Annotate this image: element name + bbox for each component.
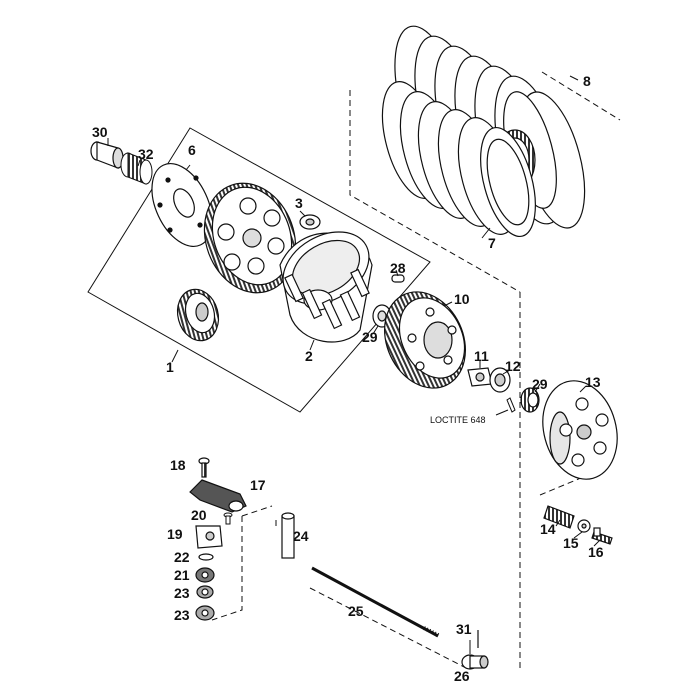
label-10: 10	[454, 291, 470, 307]
label-29: 29	[532, 376, 548, 392]
primary-gear	[203, 182, 297, 294]
spring-14	[543, 505, 575, 529]
loctite-screw	[506, 397, 516, 413]
label-31: 30	[92, 124, 108, 140]
label-23b: 23	[174, 607, 190, 623]
leader-lines	[107, 75, 601, 654]
label-11: 11	[474, 348, 489, 364]
inner-hub-10	[383, 291, 467, 389]
clutch-plates-7	[381, 81, 536, 238]
pin-27	[391, 274, 405, 283]
label-25: 25	[348, 603, 364, 619]
label-26: 26	[454, 668, 470, 684]
label-30: 31	[456, 621, 472, 637]
label-7: 7	[488, 235, 496, 251]
pinion-gear	[176, 288, 220, 342]
label-32: 32	[138, 146, 154, 162]
label-24: 24	[293, 528, 309, 544]
washer-15	[577, 519, 591, 533]
shaft-24	[281, 512, 295, 559]
label-12: 12	[505, 358, 521, 374]
label-14: 14	[540, 521, 556, 537]
label-19: 19	[167, 526, 183, 542]
label-3: 3	[295, 195, 303, 211]
plate-19	[195, 525, 223, 549]
bushing-31	[90, 141, 124, 169]
label-27: 28	[390, 260, 406, 276]
label-13: 13	[585, 374, 601, 390]
lock-washer-11	[467, 367, 493, 387]
dashed-assembly-frame	[349, 71, 621, 668]
nut-12	[489, 367, 511, 393]
push-rod-25	[311, 566, 441, 638]
label-20: 20	[191, 507, 207, 523]
label-16: 16	[588, 544, 604, 560]
ring-22	[198, 553, 214, 561]
bearing-29	[520, 387, 540, 413]
label-23a: 23	[174, 585, 190, 601]
label-15: 15	[563, 535, 579, 551]
label-17: 17	[250, 477, 266, 493]
screw-20	[223, 512, 233, 525]
bearing-23a	[196, 585, 214, 599]
bolt-18	[198, 457, 210, 478]
piece-26	[461, 654, 489, 670]
pressure-plate-13	[542, 380, 618, 480]
label-1: 1	[166, 359, 174, 375]
loctite-note: LOCTITE 648	[430, 415, 486, 425]
dashed-lever-frame	[211, 505, 277, 621]
washer-3	[299, 214, 321, 230]
clutch-basket-2	[279, 231, 373, 343]
label-28: 29	[362, 329, 378, 345]
dashed-shaft-frame	[309, 469, 601, 671]
screw-16	[591, 527, 613, 545]
label-8: 8	[583, 73, 591, 89]
clutch-lever-17	[189, 479, 247, 513]
thrust-washer-6	[151, 163, 213, 247]
label-18: 18	[170, 457, 186, 473]
label-21: 21	[174, 567, 190, 583]
seal-21	[195, 567, 215, 583]
bearing-23b	[195, 605, 215, 621]
label-2: 2	[305, 348, 313, 364]
needle-bearing-32	[120, 152, 153, 185]
label-22: 22	[174, 549, 190, 565]
label-6: 6	[188, 142, 196, 158]
